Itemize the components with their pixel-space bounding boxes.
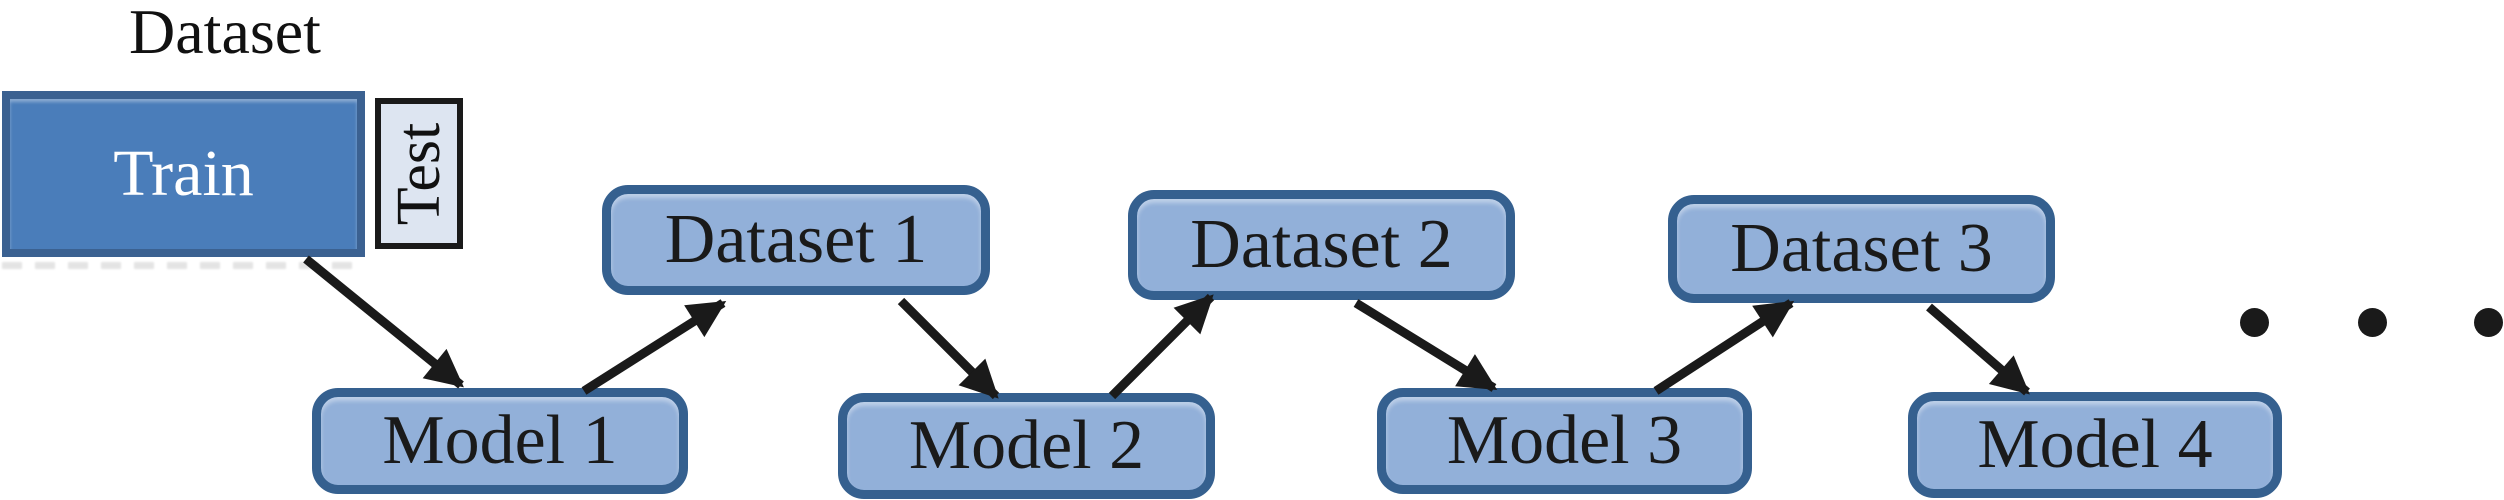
arrow-model2-to-dataset2: [1108, 293, 1215, 400]
train-box: Train: [2, 91, 365, 257]
arrow-dataset2-to-model3: [1353, 299, 1498, 392]
test-box-label: Test: [385, 122, 454, 225]
arrow-train-to-model1: [303, 255, 464, 389]
model-4-label: Model 4: [1977, 406, 2213, 483]
model-3-node: Model 3: [1377, 388, 1752, 494]
arrow-model1-to-dataset1: [581, 299, 727, 395]
ellipsis-dot: [2474, 308, 2503, 337]
dataset-3-node: Dataset 3: [1668, 195, 2055, 303]
model-1-node: Model 1: [312, 388, 688, 494]
dataset-2-node: Dataset 2: [1128, 190, 1515, 300]
model-2-label: Model 2: [908, 407, 1145, 484]
dataset-3-label: Dataset 3: [1730, 210, 1993, 287]
train-box-shadow: [2, 262, 362, 269]
dataset-1-label: Dataset 1: [664, 201, 928, 278]
dataset-2-label: Dataset 2: [1190, 206, 1453, 283]
ellipsis-dot: [2240, 308, 2269, 337]
arrow-dataset1-to-model2: [897, 297, 1000, 400]
dataset-1-node: Dataset 1: [602, 185, 990, 295]
dataset-group-label: Dataset: [129, 0, 321, 67]
ellipsis-dot: [2358, 308, 2387, 337]
model-4-node: Model 4: [1908, 392, 2282, 498]
model-1-label: Model 1: [382, 402, 618, 479]
model-3-label: Model 3: [1446, 402, 1683, 479]
arrow-dataset3-to-model4: [1926, 303, 2030, 396]
arrow-model3-to-dataset3: [1653, 299, 1795, 395]
train-box-label: Train: [113, 137, 254, 210]
model-2-node: Model 2: [838, 393, 1215, 499]
test-box: Test: [375, 98, 463, 249]
